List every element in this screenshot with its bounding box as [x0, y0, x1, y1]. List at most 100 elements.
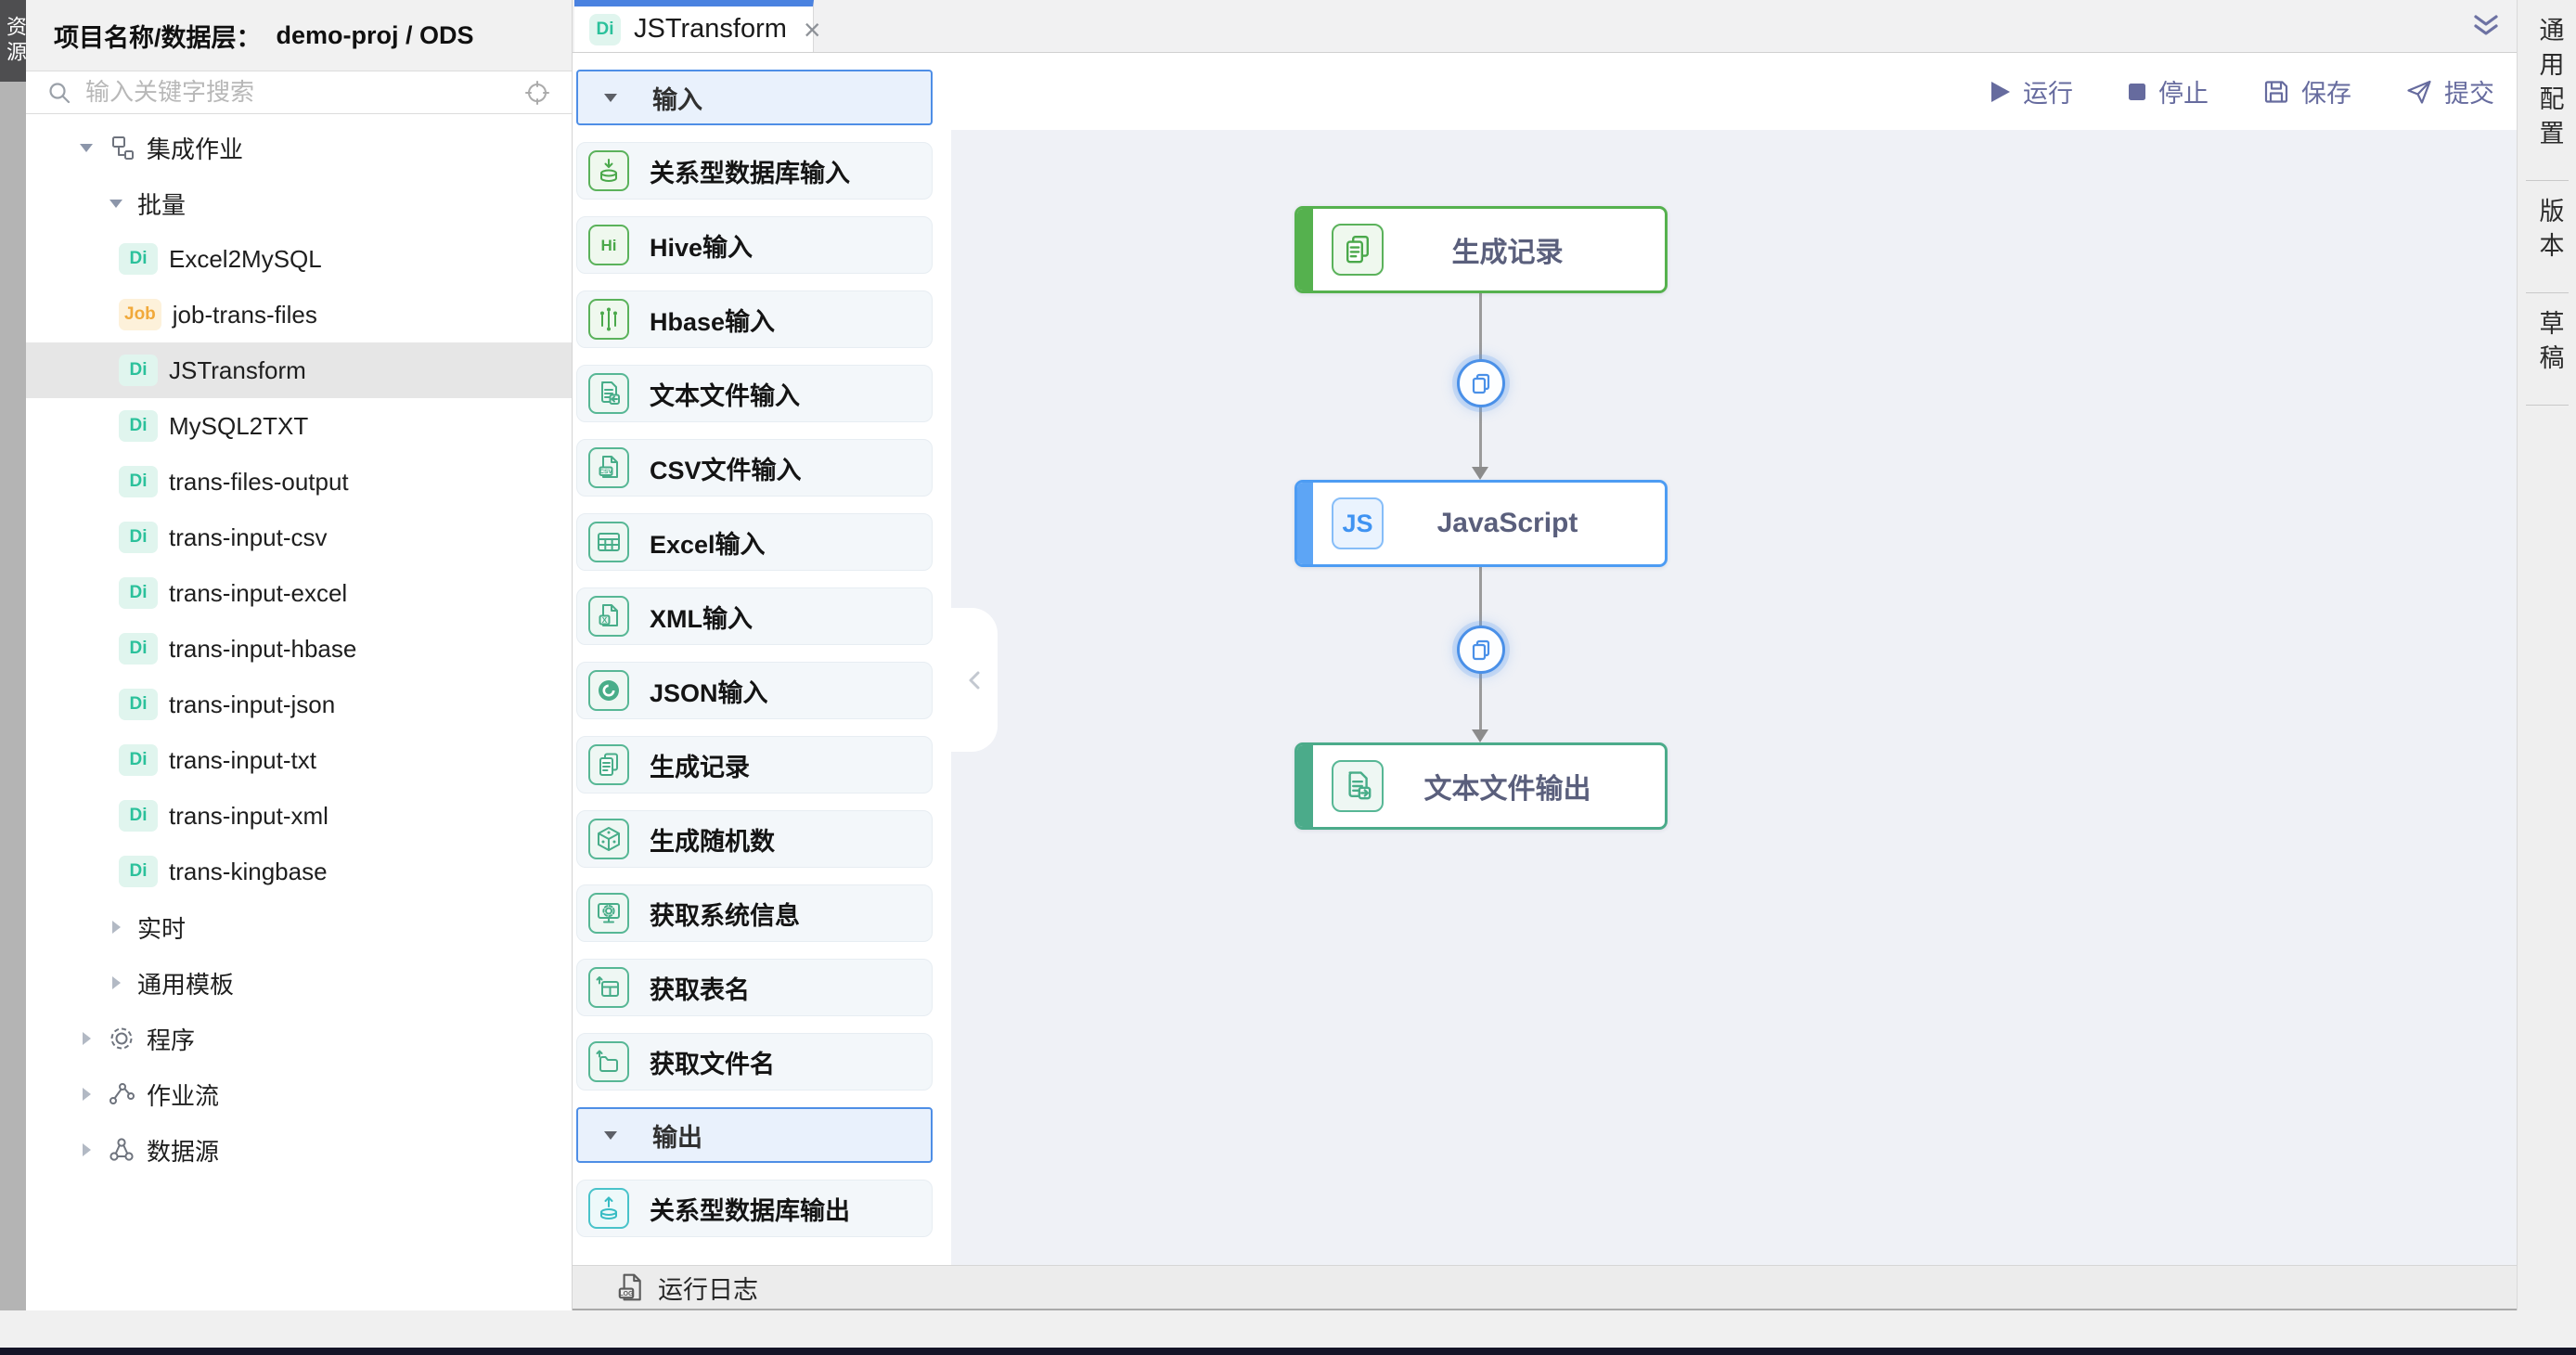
cluster-icon	[108, 1136, 135, 1164]
palette-item-db-input[interactable]: 关系型数据库输入	[576, 142, 933, 200]
close-icon[interactable]: ×	[803, 12, 821, 46]
caret-down-icon[interactable]	[76, 141, 97, 154]
workflow-icon	[108, 1080, 135, 1108]
di-badge: Di	[119, 355, 158, 386]
run-button[interactable]: 运行	[1990, 73, 2073, 110]
caret-right-icon[interactable]	[76, 1030, 97, 1047]
collapse-palette-handle[interactable]	[951, 608, 998, 752]
caret-right-icon[interactable]	[106, 919, 126, 936]
node-label: 文本文件输出	[1423, 774, 1591, 805]
tree-item-job-trans-files[interactable]: Job job-trans-files	[26, 287, 572, 342]
palette-item-random-number[interactable]: 生成随机数	[576, 810, 933, 868]
tree-item-label: 集成作业	[147, 135, 244, 163]
palette-item-system-info[interactable]: 获取系统信息	[576, 884, 933, 942]
palette-item-csv-file-input[interactable]: CSV CSV文件输入	[576, 439, 933, 497]
tree-item-trans-input-txt[interactable]: Di trans-input-txt	[26, 732, 572, 788]
di-badge: Di	[119, 856, 158, 887]
tree-item-workflows[interactable]: 作业流	[26, 1066, 572, 1122]
link-copy-badge-1[interactable]	[1457, 359, 1505, 407]
run-log-bar[interactable]: LOG 运行日志	[573, 1265, 2517, 1310]
content-row: 输入 关系型数据库输入 Hi Hive输入 Hbase输入 文本文件输入	[573, 53, 2517, 1265]
palette-item-json-input[interactable]: JSON输入	[576, 662, 933, 719]
caret-right-icon[interactable]	[76, 1142, 97, 1158]
caret-right-icon[interactable]	[76, 1086, 97, 1103]
caret-right-icon[interactable]	[106, 974, 126, 991]
tree-item-trans-input-hbase[interactable]: Di trans-input-hbase	[26, 621, 572, 677]
stop-button[interactable]: 停止	[2127, 73, 2209, 110]
tree-item-label: 程序	[147, 1026, 196, 1054]
collapse-panel-chevrons-icon[interactable]	[2470, 13, 2502, 39]
save-button[interactable]: 保存	[2262, 73, 2351, 110]
right-rail-tab-versions[interactable]: 版本	[2525, 181, 2569, 293]
node-generate-records[interactable]: 生成记录	[1294, 206, 1668, 293]
org-chart-icon	[108, 134, 135, 161]
palette-item-hbase-input[interactable]: Hbase输入	[576, 290, 933, 348]
submit-button[interactable]: 提交	[2405, 73, 2494, 110]
dice-icon	[588, 819, 629, 859]
resources-tab-label: 资源	[4, 16, 27, 66]
di-badge: Di	[119, 466, 158, 497]
palette-item-xml-input[interactable]: X XML输入	[576, 587, 933, 645]
tree-item-common-templates[interactable]: 通用模板	[26, 955, 572, 1011]
chevron-left-icon	[969, 671, 980, 689]
gear-icon	[108, 1025, 135, 1052]
di-badge: Di	[589, 13, 621, 45]
sidebar-header: 项目名称/数据层： demo-proj / ODS	[26, 0, 572, 71]
tree-item-trans-files-output[interactable]: Di trans-files-output	[26, 454, 572, 510]
left-rail-tab-resources[interactable]: 资源	[0, 0, 30, 82]
palette-section-output[interactable]: 输出	[576, 1107, 933, 1163]
palette-item-text-file-input[interactable]: 文本文件输入	[576, 365, 933, 422]
right-rail-tab-drafts[interactable]: 草稿	[2525, 293, 2569, 406]
node-javascript[interactable]: JS JavaScript	[1294, 480, 1668, 567]
palette-item-get-table-name[interactable]: 获取表名	[576, 959, 933, 1016]
tree-item-programs[interactable]: 程序	[26, 1011, 572, 1066]
palette-item-generate-records[interactable]: 生成记录	[576, 736, 933, 794]
tab-bar: Di JSTransform ×	[573, 0, 2517, 53]
right-rail: 通用配置 版本 草稿	[2517, 0, 2576, 1310]
palette-item-get-file-name[interactable]: 获取文件名	[576, 1033, 933, 1090]
tree-item-trans-input-excel[interactable]: Di trans-input-excel	[26, 565, 572, 621]
table-name-icon	[588, 967, 629, 1008]
node-text-file-output[interactable]: 文本文件输出	[1294, 742, 1668, 830]
edge-arrowhead	[1472, 467, 1488, 480]
caret-down-icon[interactable]	[106, 197, 126, 210]
window-bottom-edge	[0, 1348, 2576, 1355]
tree-item-jstransform[interactable]: Di JSTransform	[26, 342, 572, 398]
link-copy-badge-2[interactable]	[1457, 626, 1505, 674]
tree-item-label: 通用模板	[137, 970, 235, 999]
tree-item-mysql2txt[interactable]: Di MySQL2TXT	[26, 398, 572, 454]
left-rail: 资源	[0, 0, 30, 1310]
tree-item-label: trans-input-hbase	[169, 634, 357, 663]
locate-crosshair-icon[interactable]	[523, 79, 551, 107]
tree-item-trans-input-xml[interactable]: Di trans-input-xml	[26, 788, 572, 844]
tree-item-trans-input-json[interactable]: Di trans-input-json	[26, 677, 572, 732]
tree-item-realtime[interactable]: 实时	[26, 899, 572, 955]
flow-canvas[interactable]: 生成记录 JS JavaScript 文本文件输出	[951, 130, 2517, 1265]
tab-jstransform[interactable]: Di JSTransform ×	[574, 0, 821, 52]
palette-item-hive-input[interactable]: Hi Hive输入	[576, 216, 933, 274]
tree-item-label: trans-input-txt	[169, 745, 316, 774]
palette-section-input[interactable]: 输入	[576, 70, 933, 125]
tree-item-excel2mysql[interactable]: Di Excel2MySQL	[26, 231, 572, 287]
tree-item-label: trans-input-xml	[169, 801, 328, 830]
generate-records-icon	[588, 744, 629, 785]
text-file-output-icon	[1332, 760, 1384, 812]
save-icon	[2264, 80, 2288, 103]
xml-file-icon: X	[588, 596, 629, 637]
svg-text:LOG: LOG	[619, 1291, 633, 1297]
palette-item-excel-input[interactable]: Excel输入	[576, 513, 933, 571]
tree-item-integration-jobs[interactable]: 集成作业	[26, 120, 572, 175]
tab-label: JSTransform	[634, 14, 787, 44]
node-label: JavaScript	[1436, 508, 1578, 538]
app-root: 资源 项目名称/数据层： demo-proj / ODS 集成作业 批量 D	[0, 0, 2576, 1310]
palette-item-db-output[interactable]: 关系型数据库输出	[576, 1180, 933, 1237]
search-input[interactable]	[85, 78, 510, 107]
tree-item-batch[interactable]: 批量	[26, 175, 572, 231]
tree-item-label: trans-input-excel	[169, 578, 348, 607]
right-rail-tab-general-config[interactable]: 通用配置	[2525, 0, 2569, 181]
excel-icon	[588, 522, 629, 562]
tree-item-trans-input-csv[interactable]: Di trans-input-csv	[26, 510, 572, 565]
tree-item-data-sources[interactable]: 数据源	[26, 1122, 572, 1178]
tree-item-trans-kingbase[interactable]: Di trans-kingbase	[26, 844, 572, 899]
caret-down-icon	[602, 91, 619, 104]
